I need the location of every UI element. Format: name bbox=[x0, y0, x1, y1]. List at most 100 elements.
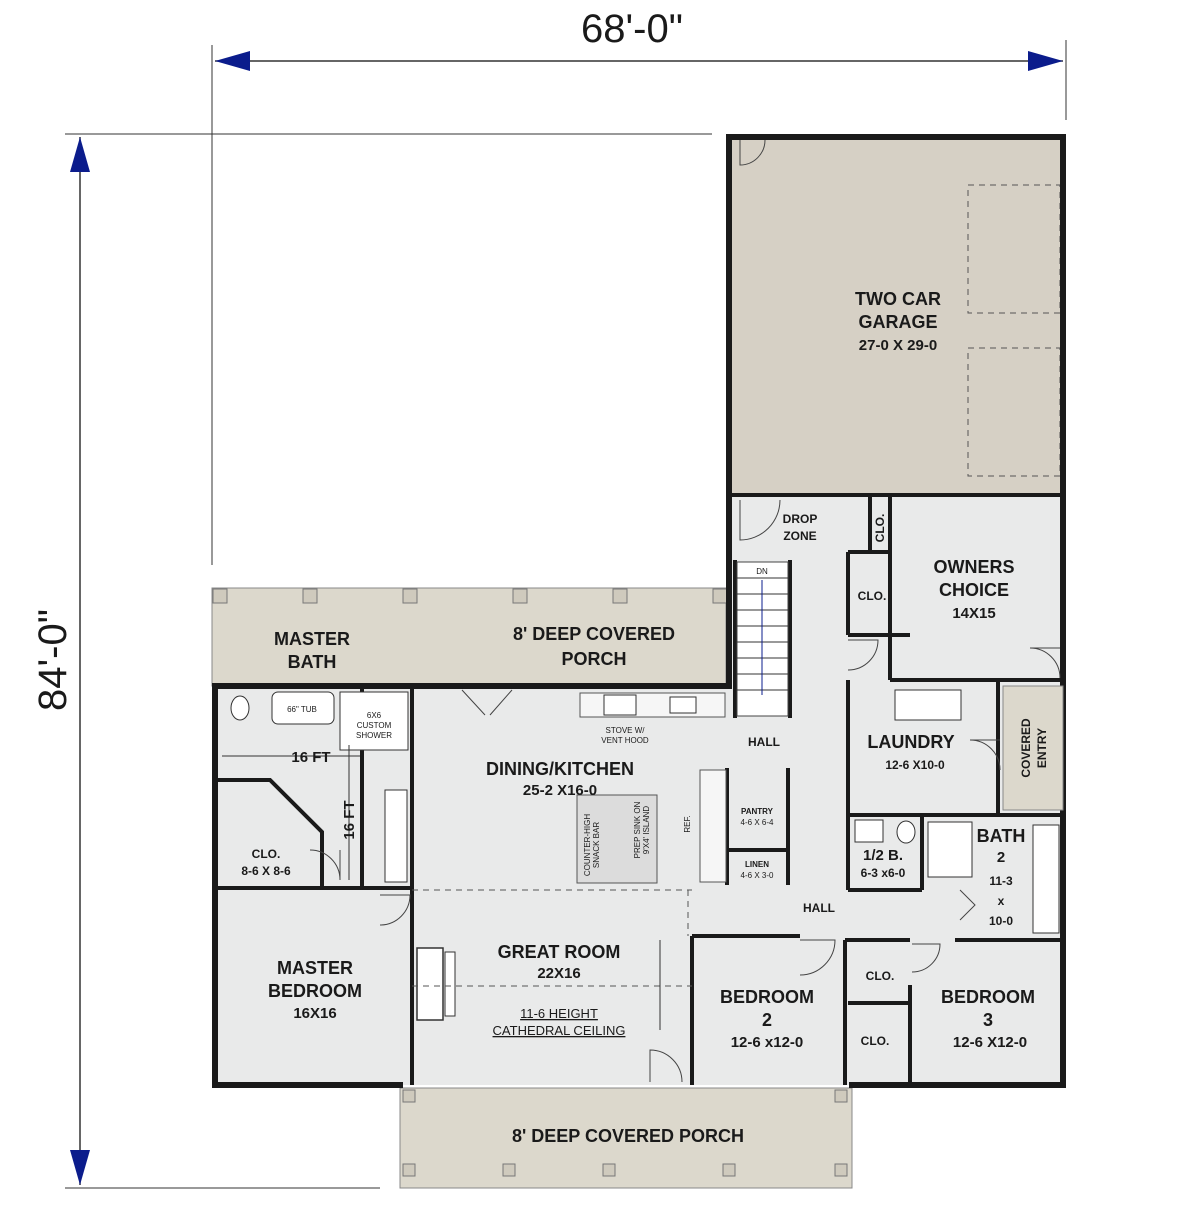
bedroom2-label: BEDROOM 2 12-6 x12-0 bbox=[720, 987, 814, 1051]
linen-size: 4-6 X 3-0 bbox=[741, 871, 774, 880]
hall-upper-label: HALL bbox=[748, 735, 780, 749]
stair-down-label: DN bbox=[756, 567, 768, 576]
back-porch-posts bbox=[212, 588, 728, 604]
back-porch-line1: 8' DEEP COVERED bbox=[513, 624, 675, 644]
house-floor bbox=[215, 495, 1063, 1085]
ceiling-dashes bbox=[412, 889, 692, 1030]
stair-treads: DN bbox=[736, 561, 789, 717]
laundry-size: 12-6 X10-0 bbox=[885, 758, 945, 772]
arrow-left-icon bbox=[215, 51, 250, 71]
bedroom-closet-a-label: CLO. bbox=[866, 969, 895, 983]
shower-label: 6X6 CUSTOM SHOWER bbox=[356, 711, 392, 740]
master-bath-label: MASTER BATH bbox=[274, 629, 350, 672]
covered-entry-line1: COVERED bbox=[1019, 718, 1033, 778]
garage-name-line2: GARAGE bbox=[858, 312, 937, 332]
bathtub-icon bbox=[271, 691, 335, 725]
master-dim-horizontal: 16 FT bbox=[291, 749, 330, 766]
owners-choice-line1: OWNERS bbox=[934, 557, 1015, 577]
vanity-icon bbox=[384, 789, 408, 883]
garage-label: TWO CAR GARAGE 27-0 X 29-0 bbox=[855, 289, 941, 354]
laundry-machines-icon bbox=[894, 689, 962, 721]
bath2-label: BATH 2 11-3 x 10-0 bbox=[977, 826, 1026, 928]
dimension-depth: 84'-0" bbox=[31, 133, 712, 1189]
master-bedroom-line2: BEDROOM bbox=[268, 981, 362, 1001]
bath-fixtures bbox=[230, 689, 1060, 934]
width-dimension-label: 68'-0" bbox=[581, 7, 683, 51]
stove-line2: VENT HOOD bbox=[601, 736, 649, 745]
door-swings bbox=[309, 139, 1061, 1083]
stove-label: STOVE W/ VENT HOOD bbox=[601, 726, 649, 745]
great-room-note2: CATHEDRAL CEILING bbox=[493, 1023, 626, 1038]
arrow-right-icon bbox=[1028, 51, 1063, 71]
kitchen-sink-icon bbox=[669, 696, 697, 714]
master-bath-line1: MASTER bbox=[274, 629, 350, 649]
bath2-shower-icon bbox=[927, 821, 973, 878]
shower-line3: SHOWER bbox=[356, 731, 392, 740]
fireplace-icon bbox=[416, 947, 444, 1021]
bedroom2-line2: 2 bbox=[762, 1010, 772, 1030]
snack-bar-label: COUNTER-HIGH SNACK BAR bbox=[583, 814, 601, 876]
dimension-width: 68'-0" bbox=[211, 7, 1067, 565]
depth-dimension-label: 84'-0" bbox=[31, 609, 75, 711]
bedroom-closet-b-label: CLO. bbox=[861, 1034, 890, 1048]
half-bath-sink-icon bbox=[854, 819, 884, 843]
shower-line1: 6X6 bbox=[367, 711, 382, 720]
dining-kitchen-size: 25-2 X16-0 bbox=[523, 782, 597, 799]
half-bath-size: 6-3 x6-0 bbox=[861, 866, 906, 880]
owners-choice-label: OWNERS CHOICE 14X15 bbox=[934, 557, 1015, 622]
linen-name: LINEN bbox=[745, 860, 769, 869]
toilet-icon bbox=[230, 695, 250, 721]
master-bedroom-line1: MASTER bbox=[277, 958, 353, 978]
arrow-down-icon bbox=[70, 1150, 90, 1185]
kitchen-island bbox=[576, 794, 658, 884]
pantry-label: PANTRY 4-6 X 6-4 bbox=[741, 807, 774, 827]
bedroom3-line2: 3 bbox=[983, 1010, 993, 1030]
shower-line2: CUSTOM bbox=[357, 721, 392, 730]
master-bedroom-size: 16X16 bbox=[293, 1005, 336, 1022]
great-room-size: 22X16 bbox=[537, 965, 580, 982]
owners-closet-b-label: CLO. bbox=[858, 589, 887, 603]
great-room-label: GREAT ROOM 22X16 11-6 HEIGHT CATHEDRAL C… bbox=[493, 942, 626, 1038]
drop-zone-line2: ZONE bbox=[783, 529, 816, 543]
master-closet-size: 8-6 X 8-6 bbox=[241, 864, 291, 878]
laundry-label: LAUNDRY 12-6 X10-0 bbox=[867, 732, 954, 772]
garage-name-line1: TWO CAR bbox=[855, 289, 941, 309]
dining-kitchen-label: DINING/KITCHEN 25-2 X16-0 bbox=[486, 759, 634, 799]
exterior-walls bbox=[212, 134, 1066, 1088]
garage-size: 27-0 X 29-0 bbox=[859, 337, 937, 354]
pantry-name: PANTRY bbox=[741, 807, 774, 816]
prep-sink-line1: PREP SINK ON bbox=[633, 801, 642, 858]
front-porch-label: 8' DEEP COVERED PORCH bbox=[512, 1126, 744, 1146]
stove-line1: STOVE W/ bbox=[606, 726, 646, 735]
master-dim-vertical: 16 FT bbox=[341, 800, 358, 839]
bedroom2-line1: BEDROOM bbox=[720, 987, 814, 1007]
snack-bar-line1: COUNTER-HIGH bbox=[583, 814, 592, 876]
prep-sink-label: PREP SINK ON 9'X4' ISLAND bbox=[633, 801, 651, 858]
owners-closet-a-label: CLO. bbox=[873, 514, 887, 543]
ref-label: REF. bbox=[683, 815, 692, 832]
owners-choice-line2: CHOICE bbox=[939, 580, 1009, 600]
half-bath-name: 1/2 B. bbox=[863, 847, 903, 864]
master-dimensions: 16 FT 16 FT bbox=[222, 745, 360, 880]
arrow-up-icon bbox=[70, 137, 90, 172]
bath2-line4: x bbox=[998, 894, 1005, 908]
range-stove-icon bbox=[603, 694, 637, 716]
back-porch-label: 8' DEEP COVERED PORCH bbox=[513, 624, 675, 669]
pantry-size: 4-6 X 6-4 bbox=[741, 818, 774, 827]
bath2-vanity-icon bbox=[1032, 824, 1060, 934]
drop-zone-label: DROP ZONE bbox=[783, 512, 818, 543]
bath2-line5: 10-0 bbox=[989, 914, 1013, 928]
fireplace bbox=[416, 947, 456, 1021]
kitchen-counters bbox=[576, 692, 727, 884]
bedroom3-label: BEDROOM 3 12-6 X12-0 bbox=[941, 987, 1035, 1051]
bedroom3-size: 12-6 X12-0 bbox=[953, 1034, 1027, 1051]
front-porch-posts bbox=[402, 1089, 848, 1177]
garage-floor bbox=[729, 137, 1063, 495]
half-bath-toilet-icon bbox=[896, 820, 916, 844]
drop-zone-line1: DROP bbox=[783, 512, 818, 526]
covered-entry-label: COVERED ENTRY bbox=[1002, 685, 1064, 811]
prep-sink-line2: 9'X4' ISLAND bbox=[642, 806, 651, 855]
shower-icon bbox=[339, 691, 409, 751]
linen-label: LINEN 4-6 X 3-0 bbox=[741, 860, 774, 880]
master-closet-name: CLO. bbox=[252, 847, 281, 861]
